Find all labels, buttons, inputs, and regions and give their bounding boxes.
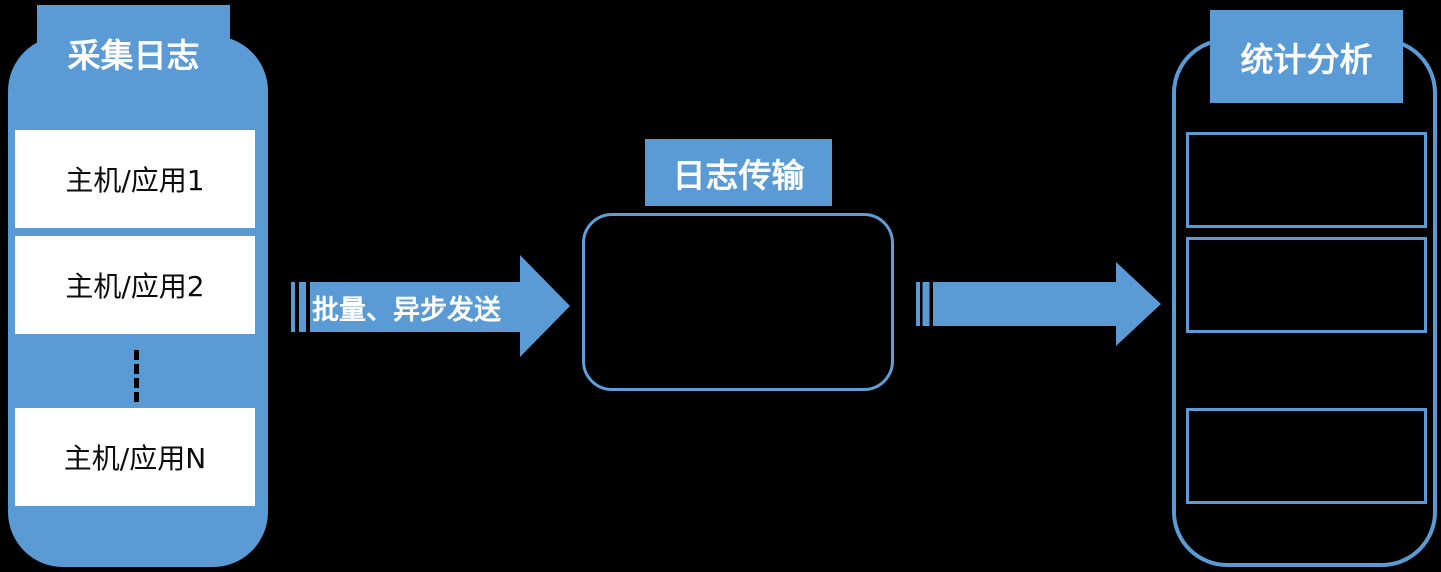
arrow-stripe-thin	[916, 282, 920, 326]
arrow-stripe-thin	[291, 282, 295, 332]
batch-async-arrow-label: 批量、异步发送	[312, 294, 501, 326]
arrow-stripe-thick	[922, 282, 930, 326]
ellipsis-dashed-line	[134, 350, 139, 402]
transfer-to-analysis-arrow	[916, 262, 1161, 346]
host-app-label-2: 主机/应用2	[65, 270, 205, 303]
collect-logs-title: 采集日志	[37, 5, 230, 101]
stats-analysis-title: 统计分析	[1210, 10, 1403, 103]
batch-async-arrow	[291, 255, 570, 357]
arrow-body	[310, 255, 570, 357]
host-app-box-1: 主机/应用1	[15, 130, 255, 228]
stats-box-2	[1186, 237, 1427, 333]
arrow-stripe-thick	[299, 282, 306, 332]
host-app-box-2: 主机/应用2	[15, 236, 255, 334]
host-app-label-n: 主机/应用N	[63, 442, 207, 475]
host-app-label-1: 主机/应用1	[65, 164, 205, 197]
log-transfer-title: 日志传输	[645, 139, 832, 206]
log-transfer-box	[582, 213, 894, 391]
stats-box-1	[1186, 132, 1427, 228]
arrow-body	[933, 262, 1161, 346]
host-app-box-n: 主机/应用N	[15, 408, 255, 506]
stats-box-3	[1186, 408, 1427, 504]
